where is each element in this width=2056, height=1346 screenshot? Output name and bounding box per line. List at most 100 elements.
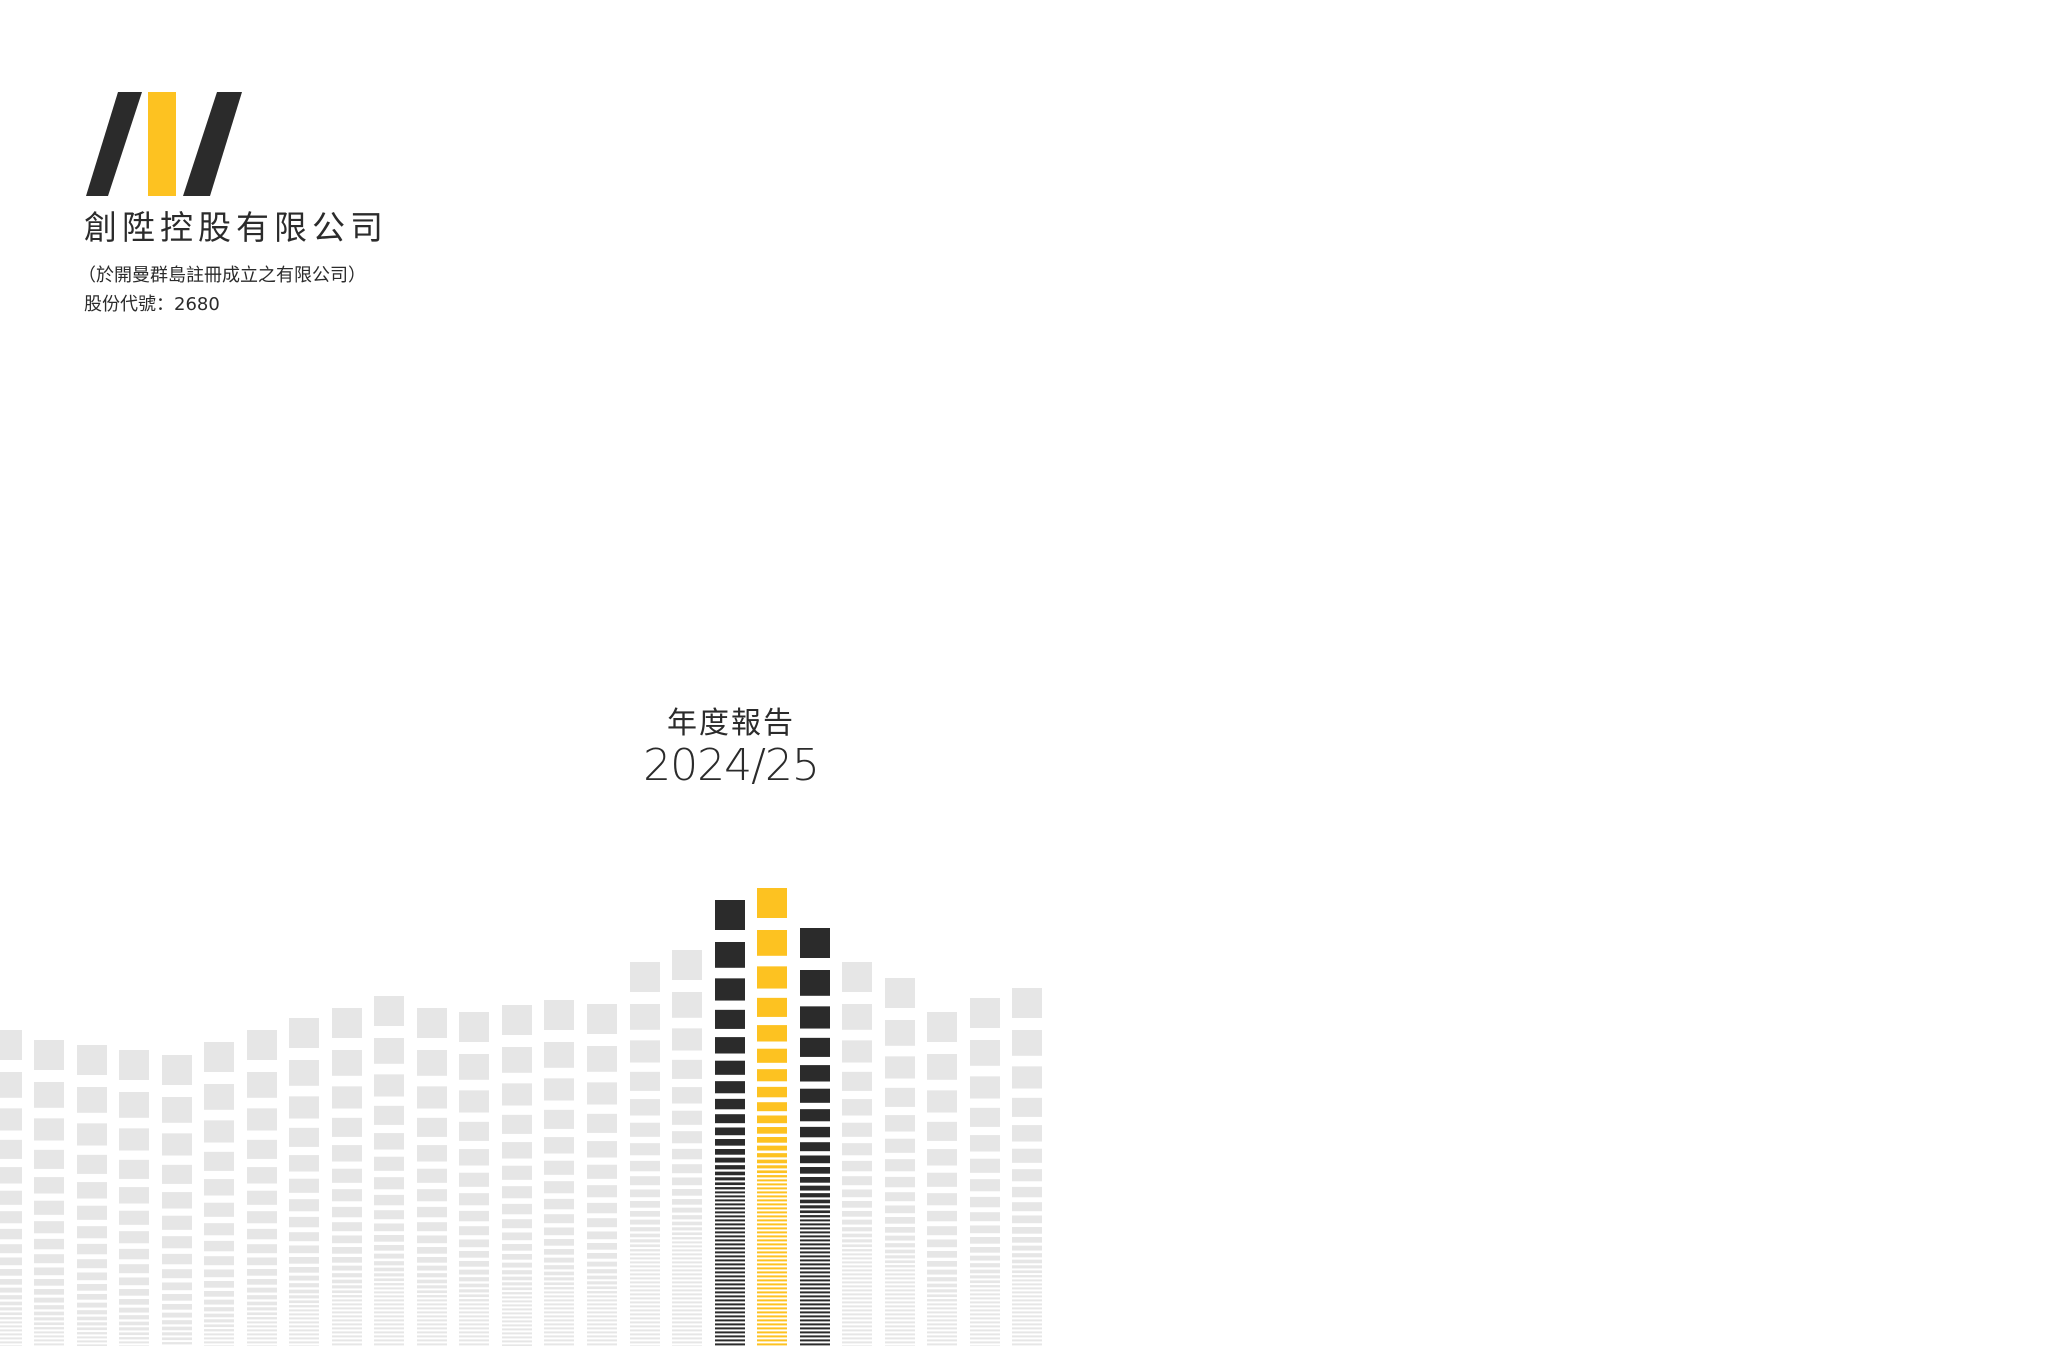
bar-segment: [587, 1331, 617, 1334]
bar-segment: [459, 1172, 489, 1187]
bar-segment: [162, 1253, 192, 1265]
bar-segment: [927, 1315, 957, 1318]
bar-segment: [672, 1337, 702, 1340]
bar-segment: [459, 1299, 489, 1302]
bar-segment: [417, 1256, 447, 1263]
bar-segment: [34, 1339, 64, 1342]
bar-segment: [800, 1006, 830, 1029]
bar-segment: [459, 1226, 489, 1236]
bar-segment: [247, 1321, 277, 1324]
bar-segment: [757, 1283, 787, 1286]
bar-segment: [502, 1244, 532, 1251]
bar-segment: [715, 1283, 745, 1286]
bar-segment: [630, 962, 660, 992]
bar-segment: [587, 1141, 617, 1158]
bar-segment: [800, 1275, 830, 1278]
bar-segment: [502, 1047, 532, 1073]
bar-segment: [1012, 1270, 1042, 1274]
bar-segment: [757, 1315, 787, 1318]
bar-segment: [630, 1099, 660, 1116]
bar-segment: [715, 1311, 745, 1314]
bar-segment: [800, 1199, 830, 1204]
bar-segment: [502, 1203, 532, 1215]
bar-segment: [842, 1239, 872, 1243]
bar-segment: [630, 1317, 660, 1320]
bar-segment: [332, 1273, 362, 1278]
bar-segment: [587, 1339, 617, 1342]
bar-column: [289, 1018, 319, 1346]
bar-segment: [502, 1312, 532, 1315]
bar-segment: [672, 992, 702, 1018]
bar-segment: [417, 1303, 447, 1306]
bar-segment: [715, 1219, 745, 1222]
bar-segment: [77, 1316, 107, 1321]
bar-segment: [630, 1040, 660, 1063]
bar-segment: [630, 1321, 660, 1324]
bar-segment: [77, 1154, 107, 1174]
bar-segment: [1012, 1030, 1042, 1056]
bar-segment: [757, 1025, 787, 1042]
bar-segment: [459, 1335, 489, 1338]
bar-segment: [544, 1109, 574, 1129]
bar-segment: [247, 1307, 277, 1311]
bar-segment: [842, 1210, 872, 1217]
bar-segment: [374, 1311, 404, 1314]
bar-segment: [715, 1037, 745, 1054]
bar-segment: [715, 1259, 745, 1262]
bar-segment: [715, 942, 745, 968]
bar-segment: [885, 1226, 915, 1233]
bar-segment: [672, 1269, 702, 1272]
bar-segment: [459, 1239, 489, 1248]
bar-segment: [842, 1269, 872, 1272]
bar-segment: [715, 1191, 745, 1194]
bar-segment: [715, 1315, 745, 1318]
bar-segment: [247, 1108, 277, 1131]
bar-segment: [885, 1309, 915, 1312]
bar-segment: [672, 1232, 702, 1236]
bar-segment: [0, 1325, 22, 1328]
bar-segment: [715, 1171, 745, 1176]
bar-segment: [970, 1255, 1000, 1261]
bar-segment: [757, 1327, 787, 1330]
bar-segment: [289, 1245, 319, 1254]
bar-segment: [885, 1235, 915, 1241]
bar-segment: [800, 1185, 830, 1191]
bar-segment: [459, 1283, 489, 1288]
bar-segment: [885, 1277, 915, 1280]
bar-segment: [417, 1050, 447, 1076]
bar-column: [119, 1050, 149, 1346]
bar-segment: [757, 1048, 787, 1063]
bar-segment: [715, 1319, 745, 1322]
bar-segment: [544, 1282, 574, 1286]
bar-segment: [800, 1291, 830, 1294]
bar-segment: [374, 1327, 404, 1330]
bar-segment: [502, 1083, 532, 1106]
bar-segment: [374, 1343, 404, 1346]
bar-segment: [672, 1059, 702, 1079]
bar-segment: [927, 1239, 957, 1248]
bar-segment: [970, 1321, 1000, 1324]
bar-segment: [970, 1341, 1000, 1344]
bar-segment: [204, 1223, 234, 1236]
bar-segment: [502, 1296, 532, 1299]
bar-segment: [672, 1305, 702, 1308]
bar-segment: [927, 1193, 957, 1206]
bar-segment: [162, 1337, 192, 1341]
bar-segment: [672, 1289, 702, 1292]
bar-segment: [459, 1149, 489, 1166]
bar-segment: [757, 1231, 787, 1234]
bar-segment: [715, 1207, 745, 1210]
bar-segment: [970, 1040, 1000, 1066]
bar-segment: [417, 1339, 447, 1342]
bar-segment: [630, 1071, 660, 1091]
bar-segment: [204, 1240, 234, 1252]
bar-segment: [162, 1192, 192, 1209]
bar-segment: [757, 1069, 787, 1082]
bar-segment: [417, 1247, 447, 1254]
bar-segment: [842, 1313, 872, 1316]
bar-segment: [544, 1160, 574, 1175]
bar-segment: [800, 1247, 830, 1250]
bar-segment: [842, 1309, 872, 1312]
company-name: 創陞控股有限公司: [84, 208, 388, 247]
